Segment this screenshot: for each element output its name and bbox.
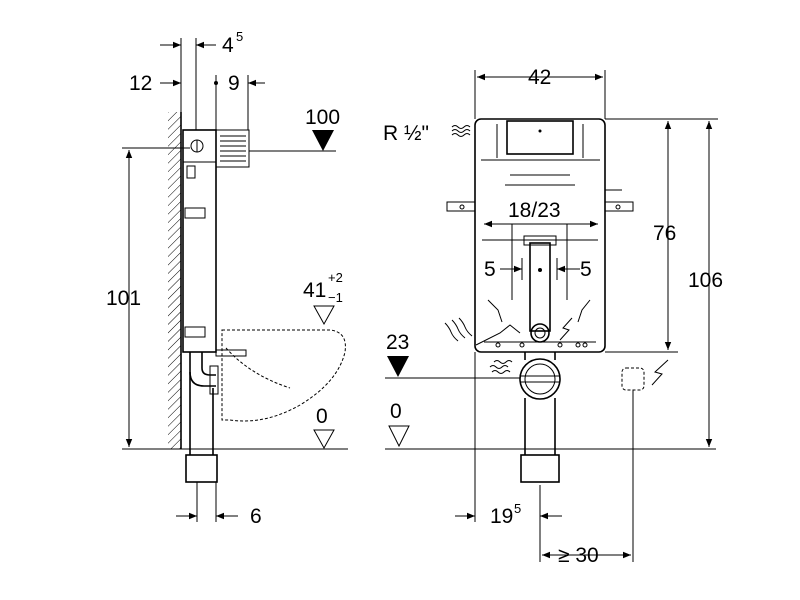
cistern-cover	[506, 120, 574, 155]
bracket-front-left	[446, 201, 476, 212]
flush-pipe	[529, 242, 551, 332]
level-0-left-marker	[313, 429, 335, 450]
dim-12: 12	[129, 72, 152, 95]
side-view: 4 5 12 9 100 101 41 +2 −1 0 6	[106, 29, 346, 528]
cistern-top-side	[182, 129, 217, 163]
level-0-right-marker	[388, 425, 410, 448]
dim-41: 41	[303, 279, 326, 302]
drain-pipe-side	[189, 372, 214, 455]
dim-r-half: R ½"	[383, 122, 429, 145]
dim-5-right: 5	[580, 258, 592, 281]
water-icon-bottom	[489, 360, 513, 374]
level-100-marker	[312, 130, 334, 151]
drain-socket-side	[185, 454, 218, 483]
drain-front-outer	[519, 358, 561, 400]
connector-side	[215, 349, 247, 357]
electric-icon-2	[559, 317, 573, 341]
dim-5-left: 5	[484, 258, 496, 281]
wall-hatch	[168, 112, 181, 449]
dim-4: 4	[222, 34, 234, 57]
dim-41-sub: −1	[328, 290, 343, 305]
dim-23: 23	[386, 331, 409, 354]
drain-socket-front	[520, 454, 560, 483]
toilet-bowl-outline	[221, 329, 346, 422]
level-41-marker	[313, 305, 335, 326]
front-view: 42 R ½" 18/23 5 5 76 106 23 0	[383, 66, 723, 567]
dim-0-right: 0	[390, 400, 402, 423]
electric-icon	[651, 359, 669, 386]
dim-30: ≥ 30	[558, 544, 599, 567]
frame-side	[182, 129, 217, 353]
flush-pipe-outlet	[530, 323, 550, 343]
dim-4-sup: 5	[236, 29, 243, 44]
dim-42: 42	[528, 66, 551, 89]
dim-18-23: 18/23	[508, 199, 561, 222]
dim-19-sup: 5	[514, 501, 521, 516]
drain-bend	[189, 352, 216, 387]
actuator-box	[215, 129, 250, 168]
bracket-side-2	[184, 326, 206, 338]
dim-41-sup: +2	[328, 270, 343, 285]
level-23-marker	[387, 356, 409, 377]
electrical-box	[621, 367, 645, 391]
dim-9: 9	[228, 72, 240, 95]
dim-6: 6	[250, 505, 262, 528]
water-icon-top	[451, 125, 471, 137]
dim-106: 106	[688, 269, 723, 292]
dim-19: 19	[490, 505, 513, 528]
water-supply-line	[475, 324, 521, 346]
bracket-front-right	[604, 201, 634, 212]
dim-0-left: 0	[316, 405, 328, 428]
dim-76: 76	[653, 222, 676, 245]
frame-front	[474, 118, 606, 353]
dim-101: 101	[106, 287, 141, 310]
water-icon-left	[444, 317, 473, 342]
dim-100: 100	[305, 106, 340, 129]
bracket-side-1	[184, 207, 206, 219]
